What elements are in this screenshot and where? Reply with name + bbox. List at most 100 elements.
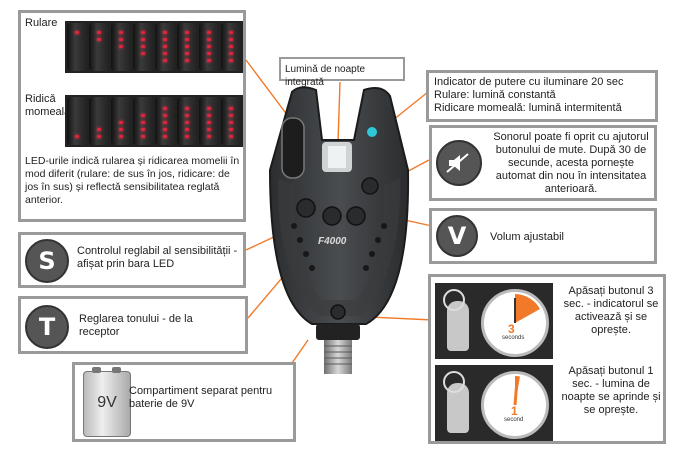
led-dot bbox=[185, 45, 189, 48]
led-dot bbox=[163, 107, 167, 110]
arrow-battery bbox=[289, 339, 309, 367]
led-dot bbox=[141, 45, 145, 48]
rulare-led-photo bbox=[65, 21, 243, 73]
led-dot bbox=[207, 38, 211, 41]
rulare-label: Rulare bbox=[25, 17, 58, 29]
battery-text: Compartiment separat pentru baterie de 9… bbox=[129, 385, 273, 410]
arrow-sensitivity bbox=[245, 221, 307, 251]
arrow-tone bbox=[247, 225, 327, 319]
timer-3s-icon: 3 seconds bbox=[481, 289, 549, 357]
ridicare-led-photo bbox=[65, 95, 243, 147]
led-frame bbox=[133, 97, 153, 145]
mute-text: Sonorul poate fi oprit cu ajutorul buton… bbox=[493, 131, 649, 195]
led-dot bbox=[207, 114, 211, 117]
led-dot bbox=[207, 121, 211, 124]
led-dot bbox=[207, 52, 211, 55]
power-button-icon-2 bbox=[443, 371, 465, 393]
volume-panel: V Volum ajustabil bbox=[429, 208, 657, 264]
led-frame bbox=[221, 97, 241, 145]
led-dot bbox=[141, 52, 145, 55]
led-dot bbox=[75, 31, 79, 34]
battery-label: 9V bbox=[97, 394, 117, 411]
led-dot bbox=[141, 121, 145, 124]
led-frame bbox=[177, 97, 197, 145]
led-dot bbox=[141, 135, 145, 138]
led-frame bbox=[221, 23, 241, 71]
led-dot bbox=[229, 52, 233, 55]
led-dot bbox=[141, 31, 145, 34]
led-dot bbox=[229, 135, 233, 138]
arrow-power bbox=[377, 91, 429, 133]
led-dot bbox=[97, 31, 101, 34]
led-dot bbox=[185, 128, 189, 131]
led-frame bbox=[89, 23, 109, 71]
volume-text: Volum ajustabil bbox=[490, 231, 564, 243]
led-dot bbox=[185, 135, 189, 138]
press-1s-photo: 1 second bbox=[435, 365, 553, 441]
led-frame bbox=[67, 97, 87, 145]
led-dot bbox=[207, 107, 211, 110]
led-dot bbox=[185, 52, 189, 55]
led-dot bbox=[141, 114, 145, 117]
power-line2: Rulare: luminǎ constantǎ bbox=[434, 89, 556, 101]
led-dot bbox=[229, 31, 233, 34]
led-frame bbox=[111, 23, 131, 71]
led-dot bbox=[185, 59, 189, 62]
led-frame bbox=[155, 23, 175, 71]
led-dot bbox=[97, 135, 101, 138]
led-frame bbox=[133, 23, 153, 71]
led-dot bbox=[229, 121, 233, 124]
device-model-label: F4000 bbox=[318, 236, 347, 247]
led-dot bbox=[229, 45, 233, 48]
led-frame bbox=[155, 97, 175, 145]
press-instructions-panel: 3 seconds Apǎsați butonul 3 sec. - indic… bbox=[428, 274, 666, 444]
led-dot bbox=[229, 114, 233, 117]
led-dot bbox=[185, 107, 189, 110]
power-button-icon bbox=[443, 289, 465, 311]
timer-3-unit: seconds bbox=[502, 335, 525, 341]
led-dot bbox=[229, 128, 233, 131]
led-frame bbox=[199, 23, 219, 71]
sensitivity-panel: S Controlul reglabil al sensibilitǎții -… bbox=[18, 232, 246, 288]
led-dot bbox=[163, 128, 167, 131]
led-dot bbox=[163, 59, 167, 62]
led-frame bbox=[177, 23, 197, 71]
led-frame bbox=[67, 23, 87, 71]
led-dot bbox=[141, 38, 145, 41]
sensitivity-icon: S bbox=[25, 239, 69, 283]
led-dot bbox=[141, 128, 145, 131]
led-dot bbox=[119, 31, 123, 34]
power-line1: Indicator de putere cu iluminare 20 sec bbox=[434, 76, 624, 88]
hand-icon bbox=[447, 301, 469, 351]
led-dot bbox=[119, 128, 123, 131]
led-dot bbox=[229, 107, 233, 110]
ridicare-label: Ridicǎ momeala bbox=[25, 93, 71, 118]
hand-icon-2 bbox=[447, 383, 469, 433]
battery-panel: 9V Compartiment separat pentru baterie d… bbox=[72, 362, 296, 442]
power-indicator-panel: Indicator de putere cu iluminare 20 sec … bbox=[426, 70, 658, 122]
led-dot bbox=[163, 52, 167, 55]
press-1s-text: Apǎsați butonul 1 sec. - lumina de noapt… bbox=[561, 365, 661, 416]
night-light-label: Luminǎ de noapte integratǎ bbox=[285, 64, 366, 88]
timer-3-number: 3 bbox=[508, 322, 515, 336]
led-dot bbox=[97, 38, 101, 41]
led-dot bbox=[207, 45, 211, 48]
tone-icon: T bbox=[25, 305, 69, 349]
led-dot bbox=[163, 135, 167, 138]
led-frame bbox=[199, 97, 219, 145]
arrow-night-light bbox=[337, 81, 341, 143]
timer-1-unit: second bbox=[504, 417, 524, 423]
led-dot bbox=[119, 45, 123, 48]
battery-icon: 9V bbox=[83, 367, 131, 437]
led-dot bbox=[163, 31, 167, 34]
led-dot bbox=[229, 59, 233, 62]
led-dot bbox=[207, 128, 211, 131]
led-info-panel: Rulare Ridicǎ momeala LED-urile indicǎ r… bbox=[18, 10, 246, 222]
led-description: LED-urile indicǎ rularea și ridicarea mo… bbox=[25, 155, 240, 206]
led-dot bbox=[207, 135, 211, 138]
led-frame bbox=[111, 97, 131, 145]
led-dot bbox=[185, 114, 189, 117]
arrow-buttons bbox=[347, 315, 434, 321]
arrow-mute bbox=[383, 159, 430, 185]
tone-text: Reglarea tonului - de la receptor bbox=[79, 313, 193, 338]
